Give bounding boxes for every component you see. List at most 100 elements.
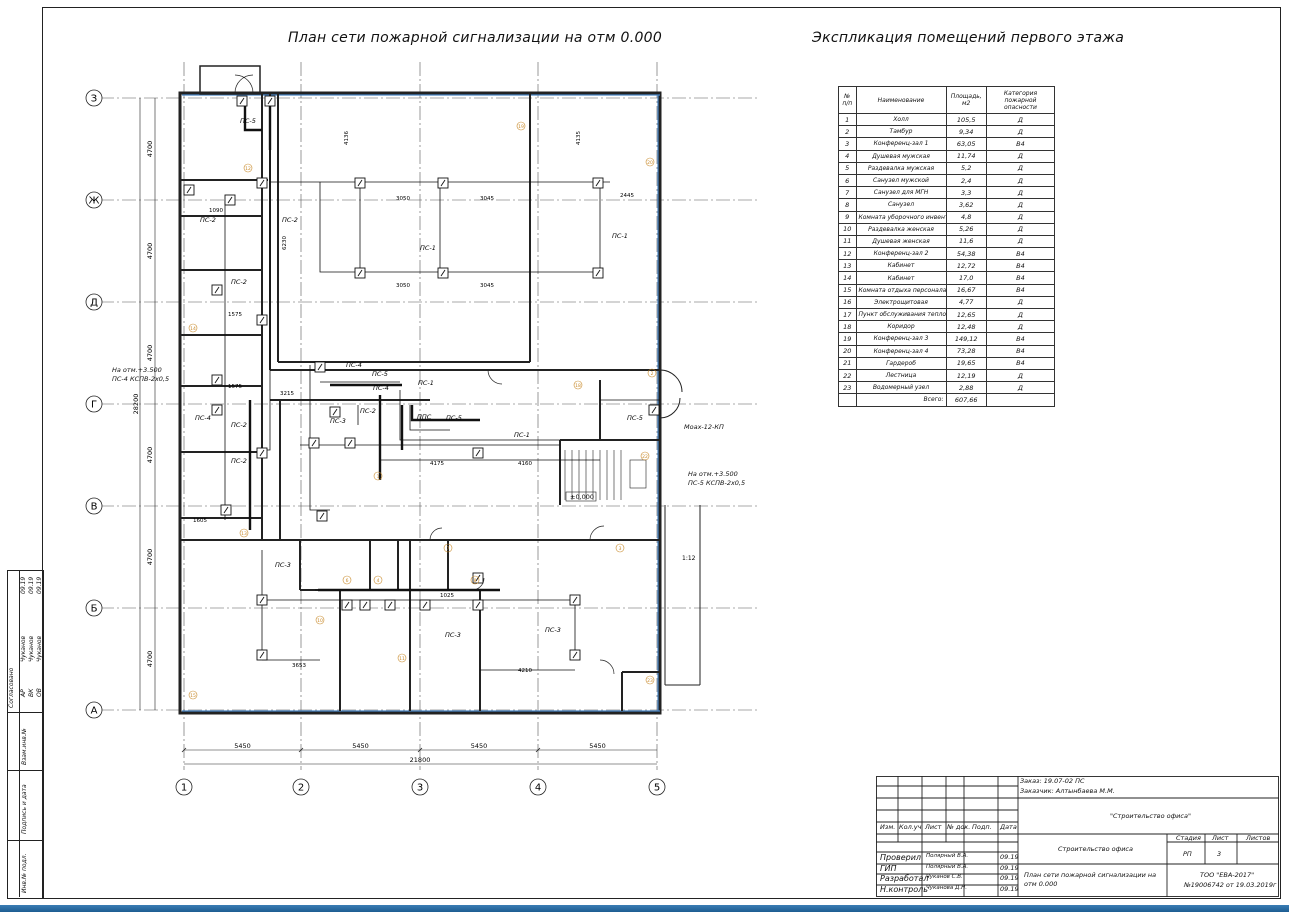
table-cell: 18 xyxy=(838,320,857,334)
room-number-tag xyxy=(239,528,249,538)
row-axis-bubble xyxy=(85,599,103,617)
row-axis-bubble xyxy=(85,701,103,719)
table-cell: 17,0 xyxy=(945,271,987,285)
room-number-tag xyxy=(188,690,198,700)
detector-mark xyxy=(572,596,578,604)
loop-label: ПС-1 xyxy=(514,431,530,439)
room-number: 11 xyxy=(399,656,405,662)
detector-mark xyxy=(214,376,220,384)
col-axis-bubble xyxy=(175,778,193,796)
room-number: 2 xyxy=(651,371,654,377)
table-cell: 16 xyxy=(838,295,857,310)
table-cell: Санузел для МГН xyxy=(855,186,947,200)
detector-mark xyxy=(475,574,481,582)
detector-mark xyxy=(259,316,265,324)
stamp-person-name: Полярный В.А. xyxy=(926,863,969,870)
row-axis-label: Б xyxy=(91,604,98,615)
detector-mark xyxy=(267,97,273,105)
room-number: 18 xyxy=(575,383,581,389)
table-cell: 105,5 xyxy=(945,112,987,127)
table-cell: Д xyxy=(985,307,1056,322)
room-number: 8 xyxy=(474,578,477,584)
table-cell: Д xyxy=(985,149,1056,163)
table-cell: Холл xyxy=(855,112,947,127)
room-number: 3 xyxy=(619,546,622,552)
dim-text: 3050 xyxy=(396,283,410,289)
col-header-name: Наименование xyxy=(855,86,947,114)
detector-mark xyxy=(422,601,428,609)
ramp-slope: 1:12 xyxy=(682,555,696,562)
dim-total-v: 28200 xyxy=(132,394,140,415)
table-cell: 3,62 xyxy=(945,198,987,212)
room-number-tag xyxy=(342,575,352,585)
table-cell: 15 xyxy=(838,283,857,297)
table-cell: 4,8 xyxy=(945,210,987,224)
table-cell: Конференц-зал 4 xyxy=(855,344,947,358)
detector-mark xyxy=(332,408,338,416)
side-code-ar: АР xyxy=(20,689,27,697)
detector-mark xyxy=(214,406,220,414)
device-label: Моах-12-КП xyxy=(684,423,724,431)
dim-total-h: 21800 xyxy=(410,756,431,764)
room-number-tag xyxy=(640,451,650,461)
table-cell: Коридор xyxy=(855,320,947,334)
row-axis-label: В xyxy=(91,502,98,513)
loop-label: ПС-4 xyxy=(373,384,389,392)
col-axis-label: 1 xyxy=(181,783,187,794)
col-axis-label: 3 xyxy=(417,783,423,794)
dim-text: 1575 xyxy=(228,384,242,390)
table-cell: 17 xyxy=(838,307,857,322)
room-number-tag xyxy=(373,575,383,585)
detector-mark xyxy=(319,512,325,520)
table-cell: 10 xyxy=(838,222,857,236)
table-cell: Д xyxy=(985,234,1056,249)
dim-text: 2445 xyxy=(620,193,634,199)
stamp-person-role: Н.контроль xyxy=(880,884,928,894)
outer-wall xyxy=(178,91,662,715)
detector-mark xyxy=(259,179,265,187)
table-cell: Раздевалка мужская xyxy=(855,161,947,175)
table-cell: 5,2 xyxy=(945,161,987,175)
dim-text: 1090 xyxy=(209,208,223,214)
loop-label: ПС-4 xyxy=(346,361,362,369)
row-axis-label: А xyxy=(91,706,98,717)
table-cell: В4 xyxy=(985,356,1056,370)
room-number-tag xyxy=(397,653,407,663)
detector-mark xyxy=(344,601,350,609)
detector-mark xyxy=(357,179,363,187)
table-cell: Лестница xyxy=(855,368,947,383)
dim-text: 1575 xyxy=(228,312,242,318)
table-cell: 2,4 xyxy=(945,173,987,188)
detector-mark xyxy=(595,269,601,277)
side-inv-orig: Инв.№ подл. xyxy=(21,853,28,894)
detector-mark xyxy=(572,651,578,659)
table-cell: В4 xyxy=(985,137,1056,151)
detector-mark xyxy=(239,97,245,105)
detector-mark xyxy=(214,286,220,294)
table-cell xyxy=(838,393,857,407)
title-block xyxy=(876,776,1279,897)
dim-tick xyxy=(298,747,304,753)
table-cell: 9 xyxy=(838,210,857,224)
dim-span-v: 4700 xyxy=(146,549,154,566)
total-label: Всего: xyxy=(855,393,947,407)
room-number-tag xyxy=(647,368,657,378)
table-cell: 73,28 xyxy=(945,344,987,358)
stamp-person-date: 09.19 xyxy=(1000,874,1019,882)
table-cell: Д xyxy=(985,161,1056,175)
table-cell xyxy=(985,393,1056,407)
loop-label: ПС-5 xyxy=(446,414,462,422)
loop-label: ППС xyxy=(417,413,432,421)
table-cell: Д xyxy=(985,320,1056,334)
detector-mark xyxy=(311,439,317,447)
table-cell: Душевая мужская xyxy=(855,149,947,163)
level-mark: ±0,000 xyxy=(570,493,595,501)
stamp-list-v: 3 xyxy=(1217,850,1222,858)
table-cell: 20 xyxy=(838,344,857,358)
room-number: 14 xyxy=(190,326,196,332)
